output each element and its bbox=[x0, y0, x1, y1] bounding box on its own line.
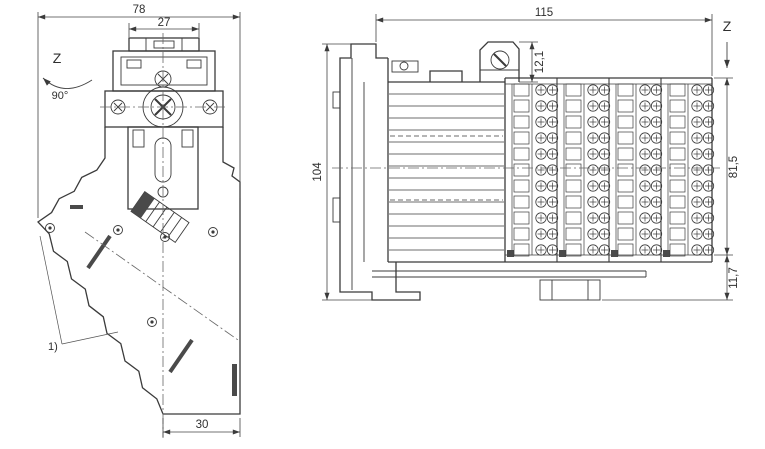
dim-connector-width: 27 bbox=[128, 17, 200, 37]
view-label-z-right: Z bbox=[723, 18, 732, 34]
front-silhouette bbox=[37, 127, 241, 415]
view-label-z-left: Z bbox=[53, 50, 62, 66]
dim-label-12-1: 12,1 bbox=[534, 51, 546, 73]
dim-label-11-7: 11,7 bbox=[728, 267, 740, 289]
rail-foot bbox=[372, 270, 647, 301]
dim-foot-width: 30 bbox=[162, 418, 241, 437]
dim-side-overall-width: 115 bbox=[375, 7, 713, 76]
rotation-angle-label: 90° bbox=[52, 90, 69, 102]
clamp-screw-icon bbox=[490, 50, 510, 70]
top-clamp bbox=[479, 41, 520, 82]
dim-label-104: 104 bbox=[312, 162, 324, 182]
front-centerlines bbox=[84, 33, 239, 438]
front-details bbox=[45, 38, 237, 396]
dim-label-81-5: 81,5 bbox=[728, 156, 740, 178]
terminal-grid bbox=[507, 78, 715, 262]
dim-label-115: 115 bbox=[535, 7, 553, 19]
dim-overall-height: 104 bbox=[312, 43, 372, 301]
side-view: 115 104 12,1 81,5 11,7 Z bbox=[312, 7, 740, 301]
dim-terminal-height: 81,5 bbox=[714, 77, 740, 256]
dim-front-overall-width: 78 bbox=[37, 4, 241, 218]
view-direction-annotation: Z 90° bbox=[42, 50, 93, 102]
dim-label-30: 30 bbox=[196, 419, 209, 431]
dim-foot-height: 11,7 bbox=[602, 255, 740, 301]
front-view: 78 27 30 Z 90° 1) bbox=[37, 4, 241, 438]
view-direction-z: Z bbox=[723, 18, 732, 68]
dim-label-27: 27 bbox=[158, 17, 171, 29]
rotation-arrow-icon bbox=[42, 77, 93, 89]
din-bracket bbox=[339, 43, 421, 301]
mounting-screws bbox=[45, 223, 218, 327]
top-step bbox=[429, 70, 463, 82]
footnote-label: 1) bbox=[48, 341, 58, 353]
stack-laminations bbox=[389, 93, 504, 251]
connector-top-cap bbox=[128, 37, 200, 52]
dim-label-78: 78 bbox=[133, 4, 146, 16]
cable-clamp bbox=[130, 191, 190, 243]
footnote-annotation: 1) bbox=[39, 235, 119, 353]
dim-top-clamp-height: 12,1 bbox=[519, 41, 546, 83]
